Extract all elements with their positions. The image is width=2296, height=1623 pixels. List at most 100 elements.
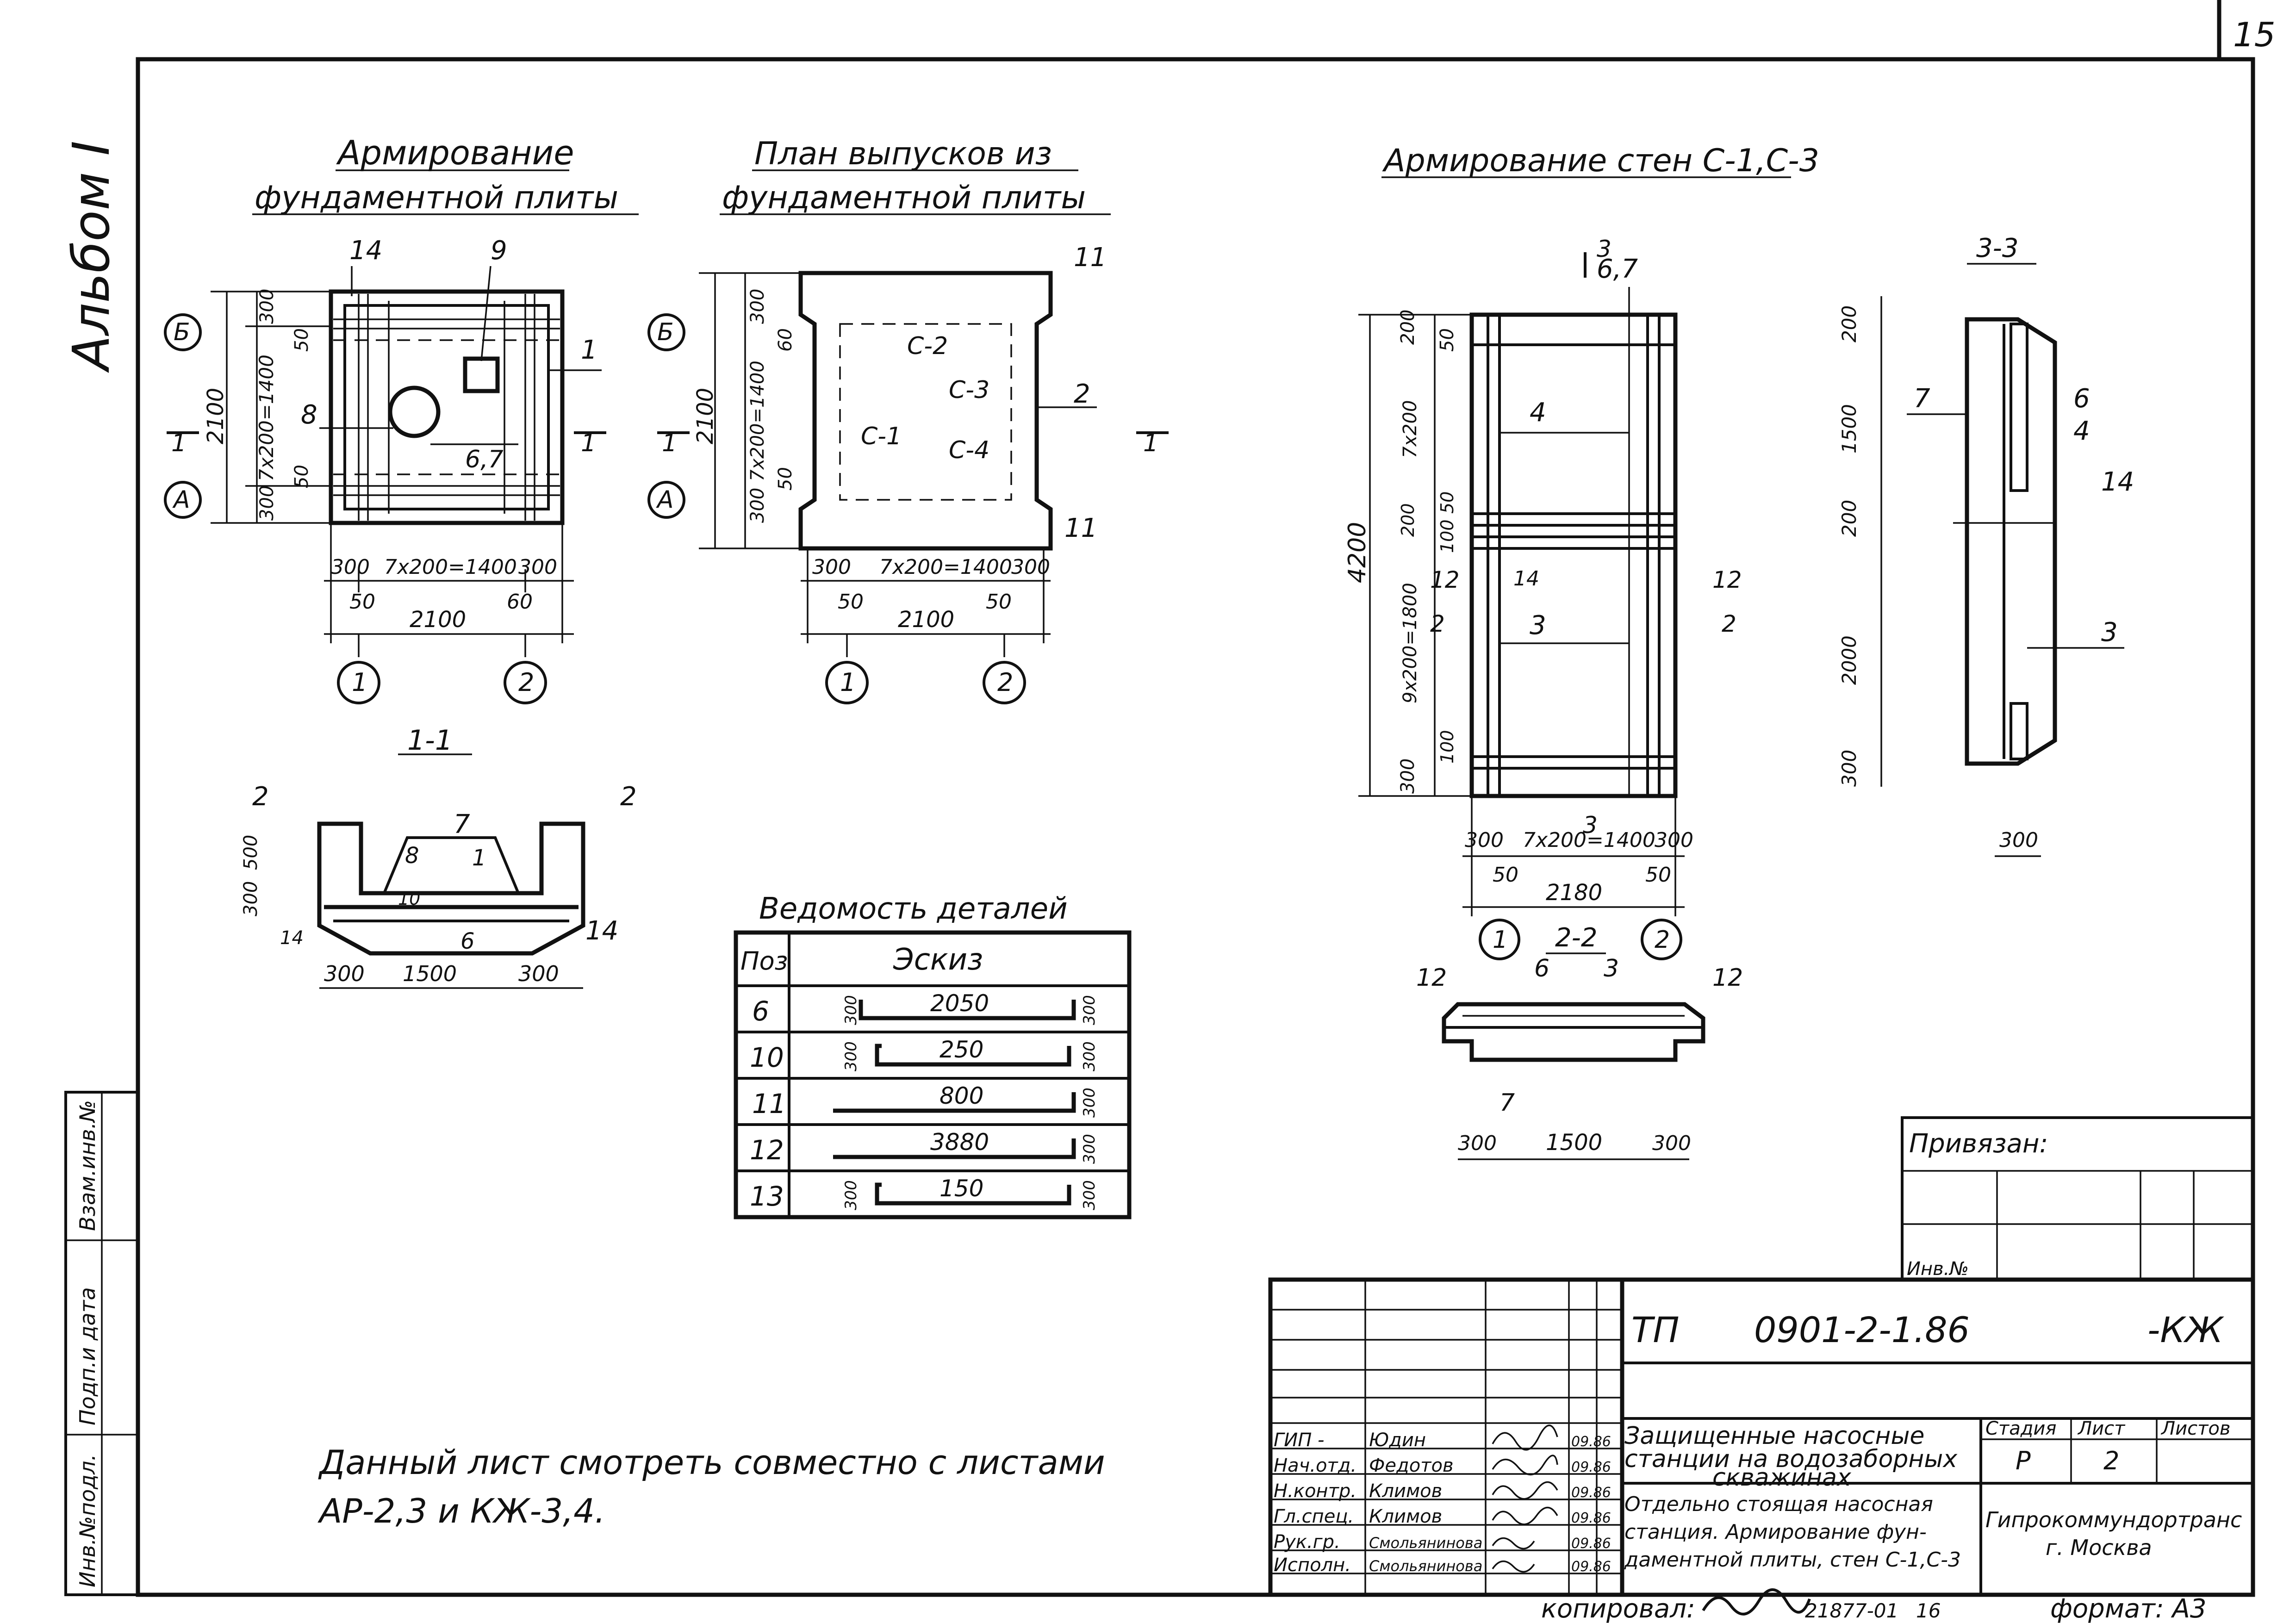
axis-2-wall: 2 (1655, 926, 1670, 954)
mark-67-plate: 6,7 (465, 446, 504, 473)
signature-row: Гл.спец. Климов 09.86 (1274, 1506, 1611, 1527)
sec-1-1-title: 1-1 (407, 724, 453, 757)
signature-row: Рук.гр. Смольянинова 09.86 (1274, 1531, 1611, 1553)
mark-7-s3: 7 (1914, 384, 1930, 414)
dim-60-v-o: 60 (775, 328, 796, 352)
details-title: Ведомость деталей (759, 892, 1068, 926)
sig-role: Н.контр. (1274, 1480, 1356, 1502)
note: Данный лист смотреть совместно с листами… (317, 1443, 1105, 1530)
dim-300-v-o2: 300 (747, 488, 768, 523)
side-stamp: Взам.инв.№ Подп.и дата Инв.№подл. (64, 1091, 139, 1596)
dim-300-s3: 300 (1838, 750, 1860, 787)
dim-300-o-b2: 300 (1011, 555, 1050, 579)
row-pos: 11 (752, 1088, 786, 1119)
mark-11-bot: 11 (1064, 513, 1097, 543)
sig-date: 09.86 (1571, 1459, 1611, 1475)
axis-a-1: А (172, 486, 190, 514)
mark-8-s1: 8 (405, 843, 419, 869)
mark-6-s3: 6 (2073, 384, 2090, 414)
dim-300-w1: 300 (1397, 759, 1419, 794)
row-len: 150 (940, 1175, 983, 1202)
view-wall-reinforcement: Армирование стен С-1,С-3 4 3 14 6,7 3 3 … (1344, 143, 1819, 960)
dim-300-wb2: 300 (1655, 828, 1693, 852)
sec-2-2-title: 2-2 (1555, 923, 1597, 953)
dim-200-s3b: 200 (1838, 500, 1860, 537)
sig-role: ГИП - (1274, 1430, 1324, 1451)
stamp-stage: Р (2016, 1446, 2031, 1475)
cut-2-wall-r: 2 (1722, 610, 1736, 637)
sig-date: 09.86 (1571, 1485, 1611, 1501)
dim-300-s1c: 300 (518, 961, 559, 986)
mark-10-s1: 10 (398, 889, 420, 909)
dim-1500-s2: 1500 (1546, 1130, 1602, 1156)
dim-50-o-b2: 50 (986, 590, 1012, 614)
mark-12-wall-r: 12 (1712, 566, 1742, 593)
axis-2-plate: 2 (518, 668, 534, 697)
dim-2100-o-h: 2100 (898, 607, 954, 633)
footer-format: формат: А3 (2050, 1594, 2206, 1623)
sig-name: Климов (1369, 1480, 1442, 1502)
privyazan-label: Привязан: (1909, 1129, 2048, 1159)
dim-2000-s3: 2000 (1838, 635, 1860, 685)
mark-14-plate: 14 (349, 236, 382, 266)
side-podp-data: Подп.и дата (75, 1287, 100, 1425)
dim-300-s1b: 300 (324, 961, 365, 986)
signature-row: Нач.отд. Федотов 09.86 (1274, 1455, 1611, 1476)
stamp-code-suffix: -КЖ (2147, 1309, 2224, 1350)
signature-mark (1492, 1561, 1535, 1573)
stamp-project-1: Защищенные насосные (1624, 1422, 1924, 1450)
title-block: ТП 0901-2-1.86 -КЖ Защищенные насосные с… (1268, 1277, 2255, 1597)
stamp-list-header: Лист (2077, 1418, 2126, 1439)
dim-300-top: 300 (256, 289, 278, 324)
row-r: 300 (1080, 1041, 1099, 1071)
dim-300-s3b: 300 (1999, 828, 2038, 852)
dim-300-b1: 300 (331, 555, 370, 579)
plate-bars (333, 294, 560, 521)
dim-60-b: 60 (507, 590, 533, 614)
mark-3-s3: 3 (2101, 617, 2118, 647)
table-row: 13 150 300 300 (750, 1175, 1099, 1212)
signature-row: Н.контр. Климов 09.86 (1274, 1480, 1611, 1502)
stamp-stage-header: Стадия (1985, 1418, 2056, 1439)
cut-1-left: 1 (171, 429, 187, 457)
stamp-sheet-3: даментной плиты, стен С-1,С-3 (1624, 1548, 1961, 1572)
plate-title-2: фундаментной плиты (255, 180, 618, 216)
row-pos: 12 (750, 1134, 784, 1166)
dim-50-wb1: 50 (1493, 863, 1518, 887)
dim-2100-v: 2100 (203, 388, 229, 444)
privyazan-block: Привязан: Инв.№ (1901, 1116, 2254, 1281)
stamp-org-1: Гипрокоммундортранс (1985, 1507, 2242, 1532)
row-l: 300 (842, 1180, 860, 1210)
mark-1-s1: 1 (472, 845, 486, 871)
sig-role: Рук.гр. (1274, 1531, 1340, 1553)
signature-mark (1492, 1537, 1535, 1549)
dim-200-w2: 200 (1398, 503, 1418, 537)
sheet-frame: 15 (136, 0, 2276, 1597)
album-title: Альбом I (62, 141, 121, 373)
dim-200-w1: 200 (1397, 310, 1419, 345)
row-pos: 10 (750, 1042, 784, 1073)
mark-6-s2: 6 (1534, 955, 1549, 983)
dim-50-b: 50 (291, 465, 312, 488)
row-r: 300 (1080, 1180, 1099, 1210)
signature-mark (1492, 1481, 1558, 1500)
cut-3-bot: 3 (1583, 812, 1598, 839)
outlets-title-1: План выпусков из (754, 136, 1052, 172)
mark-6-s1: 6 (460, 928, 475, 954)
dim-2180: 2180 (1546, 880, 1602, 906)
dim-1500-s1: 1500 (403, 961, 457, 986)
dim-300-o-b1: 300 (812, 555, 851, 579)
walls-title: Армирование стен С-1,С-3 (1382, 143, 1819, 179)
col-sketch: Эскиз (893, 943, 983, 977)
note-line-1: Данный лист смотреть совместно с листами (318, 1443, 1105, 1482)
dim-1800-w: 9x200=1800 (1400, 583, 1421, 703)
dim-1400-w: 7х200 (1400, 400, 1421, 458)
mark-3-wall: 3 (1530, 610, 1546, 640)
section-2-2: 2-2 12 12 6 3 7 300 1500 300 (1416, 923, 1743, 1160)
sig-date: 09.86 (1571, 1559, 1611, 1575)
signature-mark (1492, 1506, 1558, 1525)
row-len: 800 (940, 1082, 983, 1109)
mark-14-s1l: 14 (280, 927, 304, 949)
mark-67-wall: 6,7 (1597, 254, 1638, 284)
